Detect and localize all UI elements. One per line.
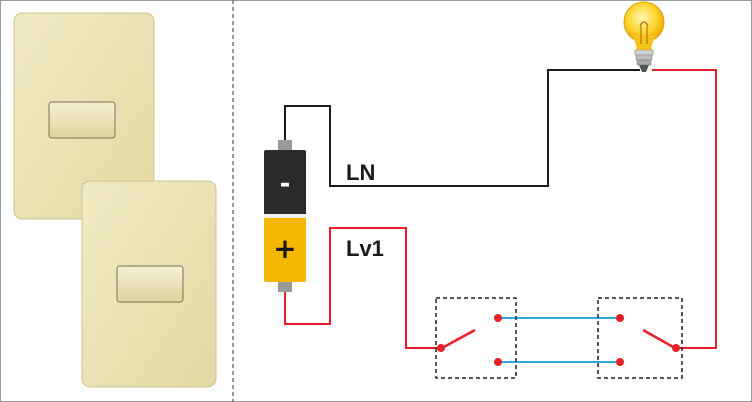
three-way-switch-right (597, 297, 683, 379)
switch-terminal (494, 358, 502, 366)
wall-switch-icon (48, 101, 116, 139)
wall-switch-plate-top (13, 12, 155, 220)
battery-negative-symbol: - (280, 169, 291, 199)
three-way-switch-left (435, 297, 517, 379)
live-wire-label: Lv1 (346, 236, 384, 261)
switch-terminal (494, 314, 502, 322)
switch-terminal (672, 344, 680, 352)
wall-switch-icon (116, 265, 184, 303)
switch-terminal (616, 314, 624, 322)
switch-terminal (437, 344, 445, 352)
battery-positive-symbol: + (273, 232, 296, 265)
neutral-wire-label: LN (346, 160, 375, 185)
switch-terminal (616, 358, 624, 366)
battery-icon: - + (264, 140, 306, 292)
neutral-wire (284, 69, 640, 187)
wall-switch-plate-bottom (81, 180, 217, 388)
lamp-return-wire (652, 69, 717, 349)
light-bulb-icon (623, 1, 665, 72)
live-wire (284, 227, 441, 349)
